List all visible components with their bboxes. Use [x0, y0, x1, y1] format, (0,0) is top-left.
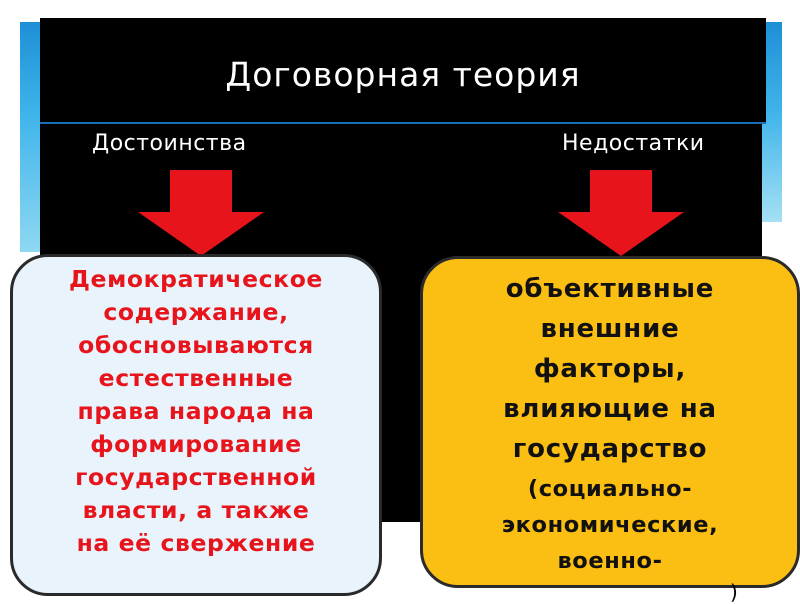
pros-down-arrow-icon: [138, 170, 264, 256]
title-bar: Договорная теория: [40, 18, 766, 122]
decorative-blue-band-right: [762, 22, 782, 222]
cons-down-arrow-icon: [558, 170, 684, 256]
stray-parenthesis: ): [730, 580, 738, 604]
slide-title: Договорная теория: [225, 54, 581, 94]
title-underline: [40, 122, 766, 124]
cons-text-group: объективные внешние факторы, влияющие на…: [502, 269, 719, 579]
pros-text: Демократическое содержание, обосновывают…: [69, 265, 323, 557]
cons-main-text: объективные внешние факторы, влияющие на…: [503, 274, 717, 464]
cons-sub-text: (социально- экономические, военно-: [501, 476, 719, 574]
cons-label: Недостатки: [562, 131, 705, 156]
pros-box: Демократическое содержание, обосновывают…: [10, 254, 382, 596]
cons-box: объективные внешние факторы, влияющие на…: [420, 256, 800, 588]
pros-label: Достоинства: [92, 131, 247, 156]
